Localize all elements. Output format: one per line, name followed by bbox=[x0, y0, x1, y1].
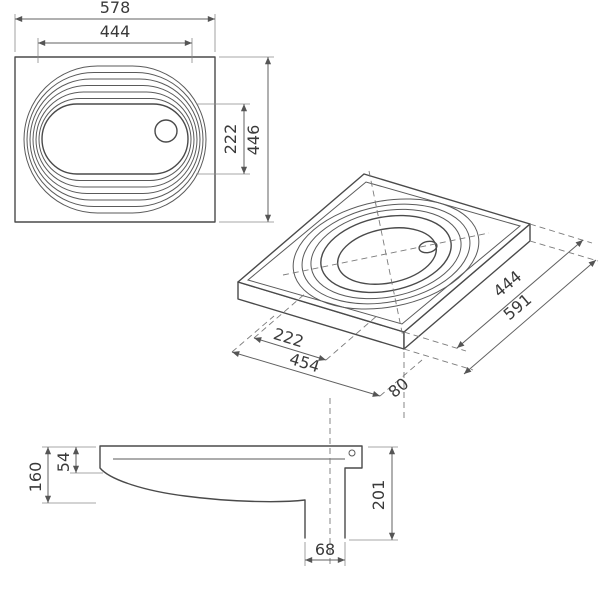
plan-groove bbox=[35, 91, 195, 188]
dim-label-plan-overall-width: 578 bbox=[100, 0, 131, 17]
iso-rim-edge bbox=[246, 181, 522, 325]
side-fixing-hole bbox=[348, 449, 356, 457]
iso-groove bbox=[292, 198, 480, 310]
dim-label-plan-groove-width: 444 bbox=[100, 22, 131, 41]
dim-label-side-outlet-width: 68 bbox=[315, 540, 335, 559]
extension-line bbox=[403, 331, 467, 352]
plan-groove bbox=[23, 65, 207, 214]
side-view: 160 54 201 68 bbox=[26, 398, 398, 566]
extension-line bbox=[253, 291, 308, 339]
plan-bowl bbox=[41, 103, 189, 175]
centerline bbox=[368, 170, 404, 338]
dim-label-plan-bowl-length: 222 bbox=[221, 124, 240, 155]
iso-drain-hole bbox=[418, 240, 438, 254]
dim-label-iso-platform-width: 454 bbox=[287, 349, 322, 376]
plan-drain-hole bbox=[154, 119, 178, 143]
dim-label-iso-thickness: 80 bbox=[385, 374, 413, 402]
plan-groove bbox=[32, 85, 198, 194]
dim-label-iso-bowl-width: 222 bbox=[271, 324, 306, 351]
plan-groove bbox=[26, 72, 204, 207]
plan-outline bbox=[14, 56, 216, 223]
extension-line bbox=[529, 240, 599, 262]
dim-label-side-overall-height: 201 bbox=[369, 480, 388, 511]
plan-groove bbox=[38, 98, 192, 181]
dim-label-side-rim-height: 54 bbox=[54, 452, 73, 472]
side-profile bbox=[99, 445, 363, 539]
plan-view: 578 444 446 222 bbox=[14, 0, 274, 223]
extension-line bbox=[231, 315, 275, 353]
iso-groove bbox=[301, 203, 471, 305]
extension-line bbox=[529, 223, 593, 244]
dim-line-iso-platform-width bbox=[231, 351, 381, 397]
plan-groove bbox=[29, 78, 201, 201]
dim-line-iso-diagonal bbox=[463, 259, 597, 375]
extension-line bbox=[403, 348, 474, 371]
iso-view: 222 454 444 591 80 bbox=[231, 170, 599, 420]
dim-label-plan-overall-depth: 446 bbox=[244, 125, 263, 156]
dim-label-side-body-height: 160 bbox=[26, 462, 45, 493]
